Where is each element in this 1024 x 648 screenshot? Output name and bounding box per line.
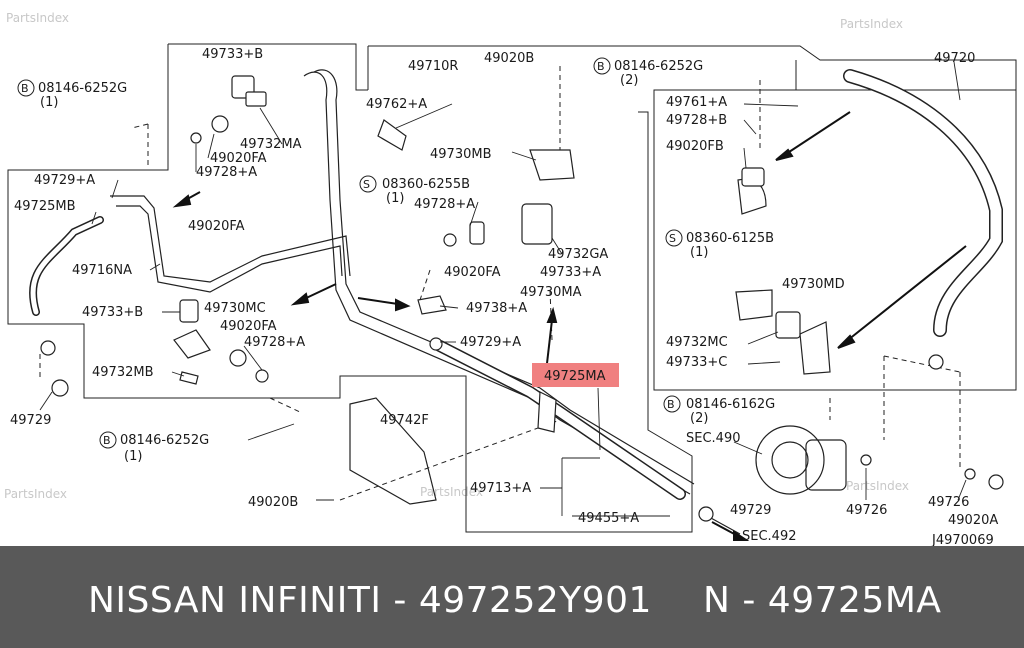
label-49020A: 49020A: [948, 513, 998, 528]
label-49732MB: 49732MB: [92, 365, 154, 380]
highlight-49725MA: [532, 363, 619, 387]
label-49733A: 49733+A: [540, 265, 601, 280]
label-49733B-top: 49733+B: [202, 47, 263, 62]
label-08146-6252G-bottom: 08146-6252G: [120, 433, 209, 448]
label-49730MB: 49730MB: [430, 147, 492, 162]
part-number-banner: NISSAN INFINITI - 497252Y901 N - 49725MA: [0, 546, 1024, 648]
leader-dashes: [39, 56, 961, 501]
label-49725MB: 49725MB: [14, 199, 76, 214]
label-49728A-center: 49728+A: [414, 197, 475, 212]
label-49720: 49720: [934, 51, 975, 66]
label-49728A-low: 49728+A: [244, 335, 305, 350]
label-49020FA-center: 49020FA: [444, 265, 501, 280]
label-49020FA-low: 49020FA: [220, 319, 277, 334]
label-49729-center: 49729: [730, 503, 771, 518]
bolt-symbol-5: S: [669, 232, 676, 245]
label-49733B-mid: 49733+B: [82, 305, 143, 320]
watermark-mid-right: PartsIndex: [846, 479, 909, 493]
label-49726-b: 49726: [928, 495, 969, 510]
label-49738A: 49738+A: [466, 301, 527, 316]
label-J4970069: J4970069: [931, 533, 994, 546]
watermark-top-left: PartsIndex: [6, 11, 69, 25]
callout-labels: 49733+B 08146-6252G (1) 49732MA 49020FA …: [10, 47, 998, 546]
label-qty-1-b: (1): [124, 449, 142, 464]
watermark-mid-center: PartsIndex: [420, 485, 483, 499]
label-08360-6255B: 08360-6255B: [382, 177, 470, 192]
label-49728A-top: 49728+A: [196, 165, 257, 180]
label-49455A: 49455+A: [578, 511, 639, 526]
part-shapes: [40, 75, 1004, 522]
label-08360-6125B: 08360-6125B: [686, 231, 774, 246]
label-08146-6162G: 08146-6162G: [686, 397, 775, 412]
label-49732MA: 49732MA: [240, 137, 302, 152]
bolt-symbol-6: B: [667, 398, 675, 411]
brand-part-number: NISSAN INFINITI - 497252Y901: [88, 580, 652, 621]
label-qty-1-d: (1): [690, 245, 708, 260]
label-49730MC: 49730MC: [204, 301, 266, 316]
label-49732MC: 49732MC: [666, 335, 728, 350]
label-49020FA-top: 49020FA: [210, 151, 267, 166]
label-08146-6252G-left: 08146-6252G: [38, 81, 127, 96]
label-49716NA: 49716NA: [72, 263, 132, 278]
label-qty-2-a: (2): [620, 73, 638, 88]
direction-arrows: [172, 111, 967, 541]
label-49730MA: 49730MA: [520, 285, 582, 300]
label-49729A-left: 49729+A: [34, 173, 95, 188]
label-49733C: 49733+C: [666, 355, 727, 370]
label-49729A-center: 49729+A: [460, 335, 521, 350]
label-49742F: 49742F: [380, 413, 429, 428]
label-49020FA-mid: 49020FA: [188, 219, 245, 234]
label-49020B-bottom: 49020B: [248, 495, 298, 510]
label-49762A: 49762+A: [366, 97, 427, 112]
label-49726-a: 49726: [846, 503, 887, 518]
label-49728B: 49728+B: [666, 113, 727, 128]
label-49710R: 49710R: [408, 59, 458, 74]
bolt-symbol-4: B: [597, 60, 605, 73]
diagram-reference-number: N - 49725MA: [703, 580, 942, 621]
circled-symbols: [17, 57, 683, 449]
leader-lines: [39, 61, 967, 517]
label-qty-1-c: (1): [386, 191, 404, 206]
label-49713A: 49713+A: [470, 481, 531, 496]
bolt-symbol-2: B: [103, 434, 111, 447]
label-49020B-top: 49020B: [484, 51, 534, 66]
label-49761A: 49761+A: [666, 95, 727, 110]
label-qty-2-b: (2): [690, 411, 708, 426]
label-49730MD: 49730MD: [782, 277, 845, 292]
label-49020FB: 49020FB: [666, 139, 724, 154]
parts-diagram: PartsIndex PartsIndex PartsIndex PartsIn…: [4, 11, 1017, 546]
label-49729-left: 49729: [10, 413, 51, 428]
label-08146-6252G-right: 08146-6252G: [614, 59, 703, 74]
watermark-top-right: PartsIndex: [840, 17, 903, 31]
watermark-mid-left: PartsIndex: [4, 487, 67, 501]
bolt-symbol-1: B: [21, 82, 29, 95]
label-SEC490: SEC.490: [686, 431, 741, 446]
bolt-symbol-3: S: [363, 178, 370, 191]
label-SEC492: SEC.492: [742, 529, 797, 544]
label-49732GA: 49732GA: [548, 247, 608, 262]
label-49725MA: 49725MA: [544, 369, 606, 384]
label-qty-1-a: (1): [40, 95, 58, 110]
